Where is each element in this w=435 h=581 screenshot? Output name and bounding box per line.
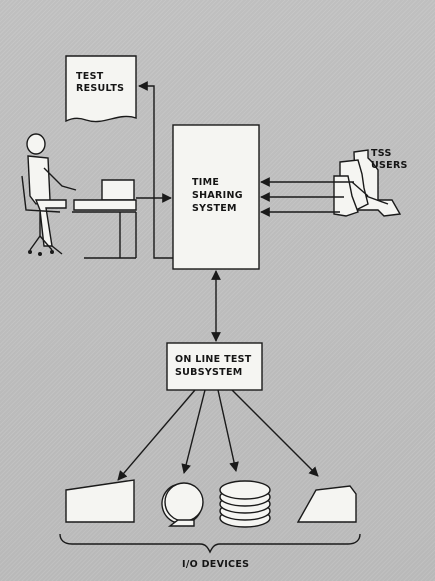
- io-device-card-unit: [65, 479, 135, 523]
- operator-icon: [21, 133, 137, 259]
- tss-users-label: TSS USERS: [371, 148, 408, 171]
- io-arrow-3: [217, 389, 239, 472]
- online-test-subsystem-box: ON LINE TEST SUBSYSTEM: [166, 342, 263, 391]
- io-arrow-4: [231, 389, 319, 477]
- tss-user-terminals: [333, 149, 402, 217]
- io-arrow-2: [181, 389, 206, 474]
- test-results-document: TEST RESULTS: [65, 55, 137, 123]
- io-devices-brace: [59, 533, 361, 554]
- tss-to-test-results-arrow: [138, 81, 173, 259]
- time-sharing-system-box: TIME SHARING SYSTEM: [172, 124, 260, 270]
- time-sharing-system-label: TIME SHARING SYSTEM: [192, 177, 246, 214]
- online-test-subsystem-label: ON LINE TEST SUBSYSTEM: [175, 354, 255, 378]
- io-device-disk-pack: [219, 480, 271, 528]
- io-devices-label: I/O DEVICES: [182, 559, 249, 570]
- io-arrow-1: [117, 389, 196, 481]
- io-device-tape-reel: [161, 482, 204, 527]
- operator-terminal: [73, 179, 137, 211]
- test-results-label: TEST RESULTS: [76, 71, 124, 94]
- io-device-console: [296, 485, 357, 523]
